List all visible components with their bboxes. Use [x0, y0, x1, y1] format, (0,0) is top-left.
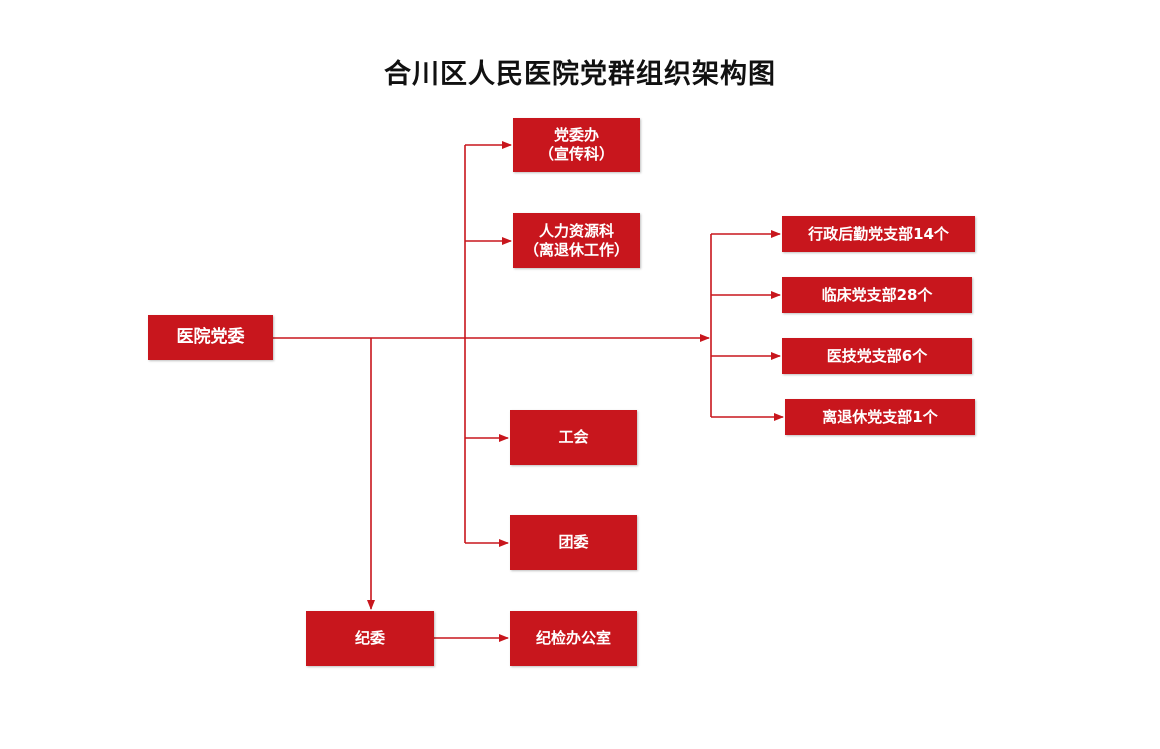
node-discipline-office-label: 纪检办公室: [535, 629, 611, 647]
node-clinical-label: 临床党支部28个: [821, 285, 933, 304]
node-labor-union: 工会: [510, 410, 637, 465]
node-medtech-branches: 医技党支部6个: [782, 338, 972, 374]
node-human-resources: 人力资源科 （离退休工作）: [513, 213, 640, 268]
node-human-resources-line1: 人力资源科: [538, 221, 614, 240]
node-discipline-office: 纪检办公室: [510, 611, 637, 666]
node-party-office-line2: （宣传科）: [538, 145, 614, 163]
node-retiree-label: 离退休党支部1个: [822, 407, 938, 426]
chart-title: 合川区人民医院党群组织架构图: [384, 59, 776, 90]
node-clinical-branches: 临床党支部28个: [782, 277, 972, 313]
root-node-hospital-party-committee: 医院党委: [148, 315, 273, 360]
node-labor-union-label: 工会: [558, 428, 589, 446]
node-human-resources-line2: （离退休工作）: [523, 240, 629, 259]
node-party-office: 党委办 （宣传科）: [513, 118, 640, 172]
node-youth-league-label: 团委: [558, 533, 589, 551]
node-medtech-label: 医技党支部6个: [826, 346, 928, 365]
node-party-office-line1: 党委办: [553, 126, 599, 144]
node-admin-logistics-branches: 行政后勤党支部14个: [782, 216, 975, 252]
node-youth-league: 团委: [510, 515, 637, 570]
node-admin-logistics-label: 行政后勤党支部14个: [808, 224, 949, 243]
root-node-label: 医院党委: [176, 327, 245, 347]
node-retiree-branches: 离退休党支部1个: [785, 399, 975, 435]
node-discipline-committee: 纪委: [306, 611, 434, 666]
node-discipline-committee-label: 纪委: [354, 629, 385, 647]
